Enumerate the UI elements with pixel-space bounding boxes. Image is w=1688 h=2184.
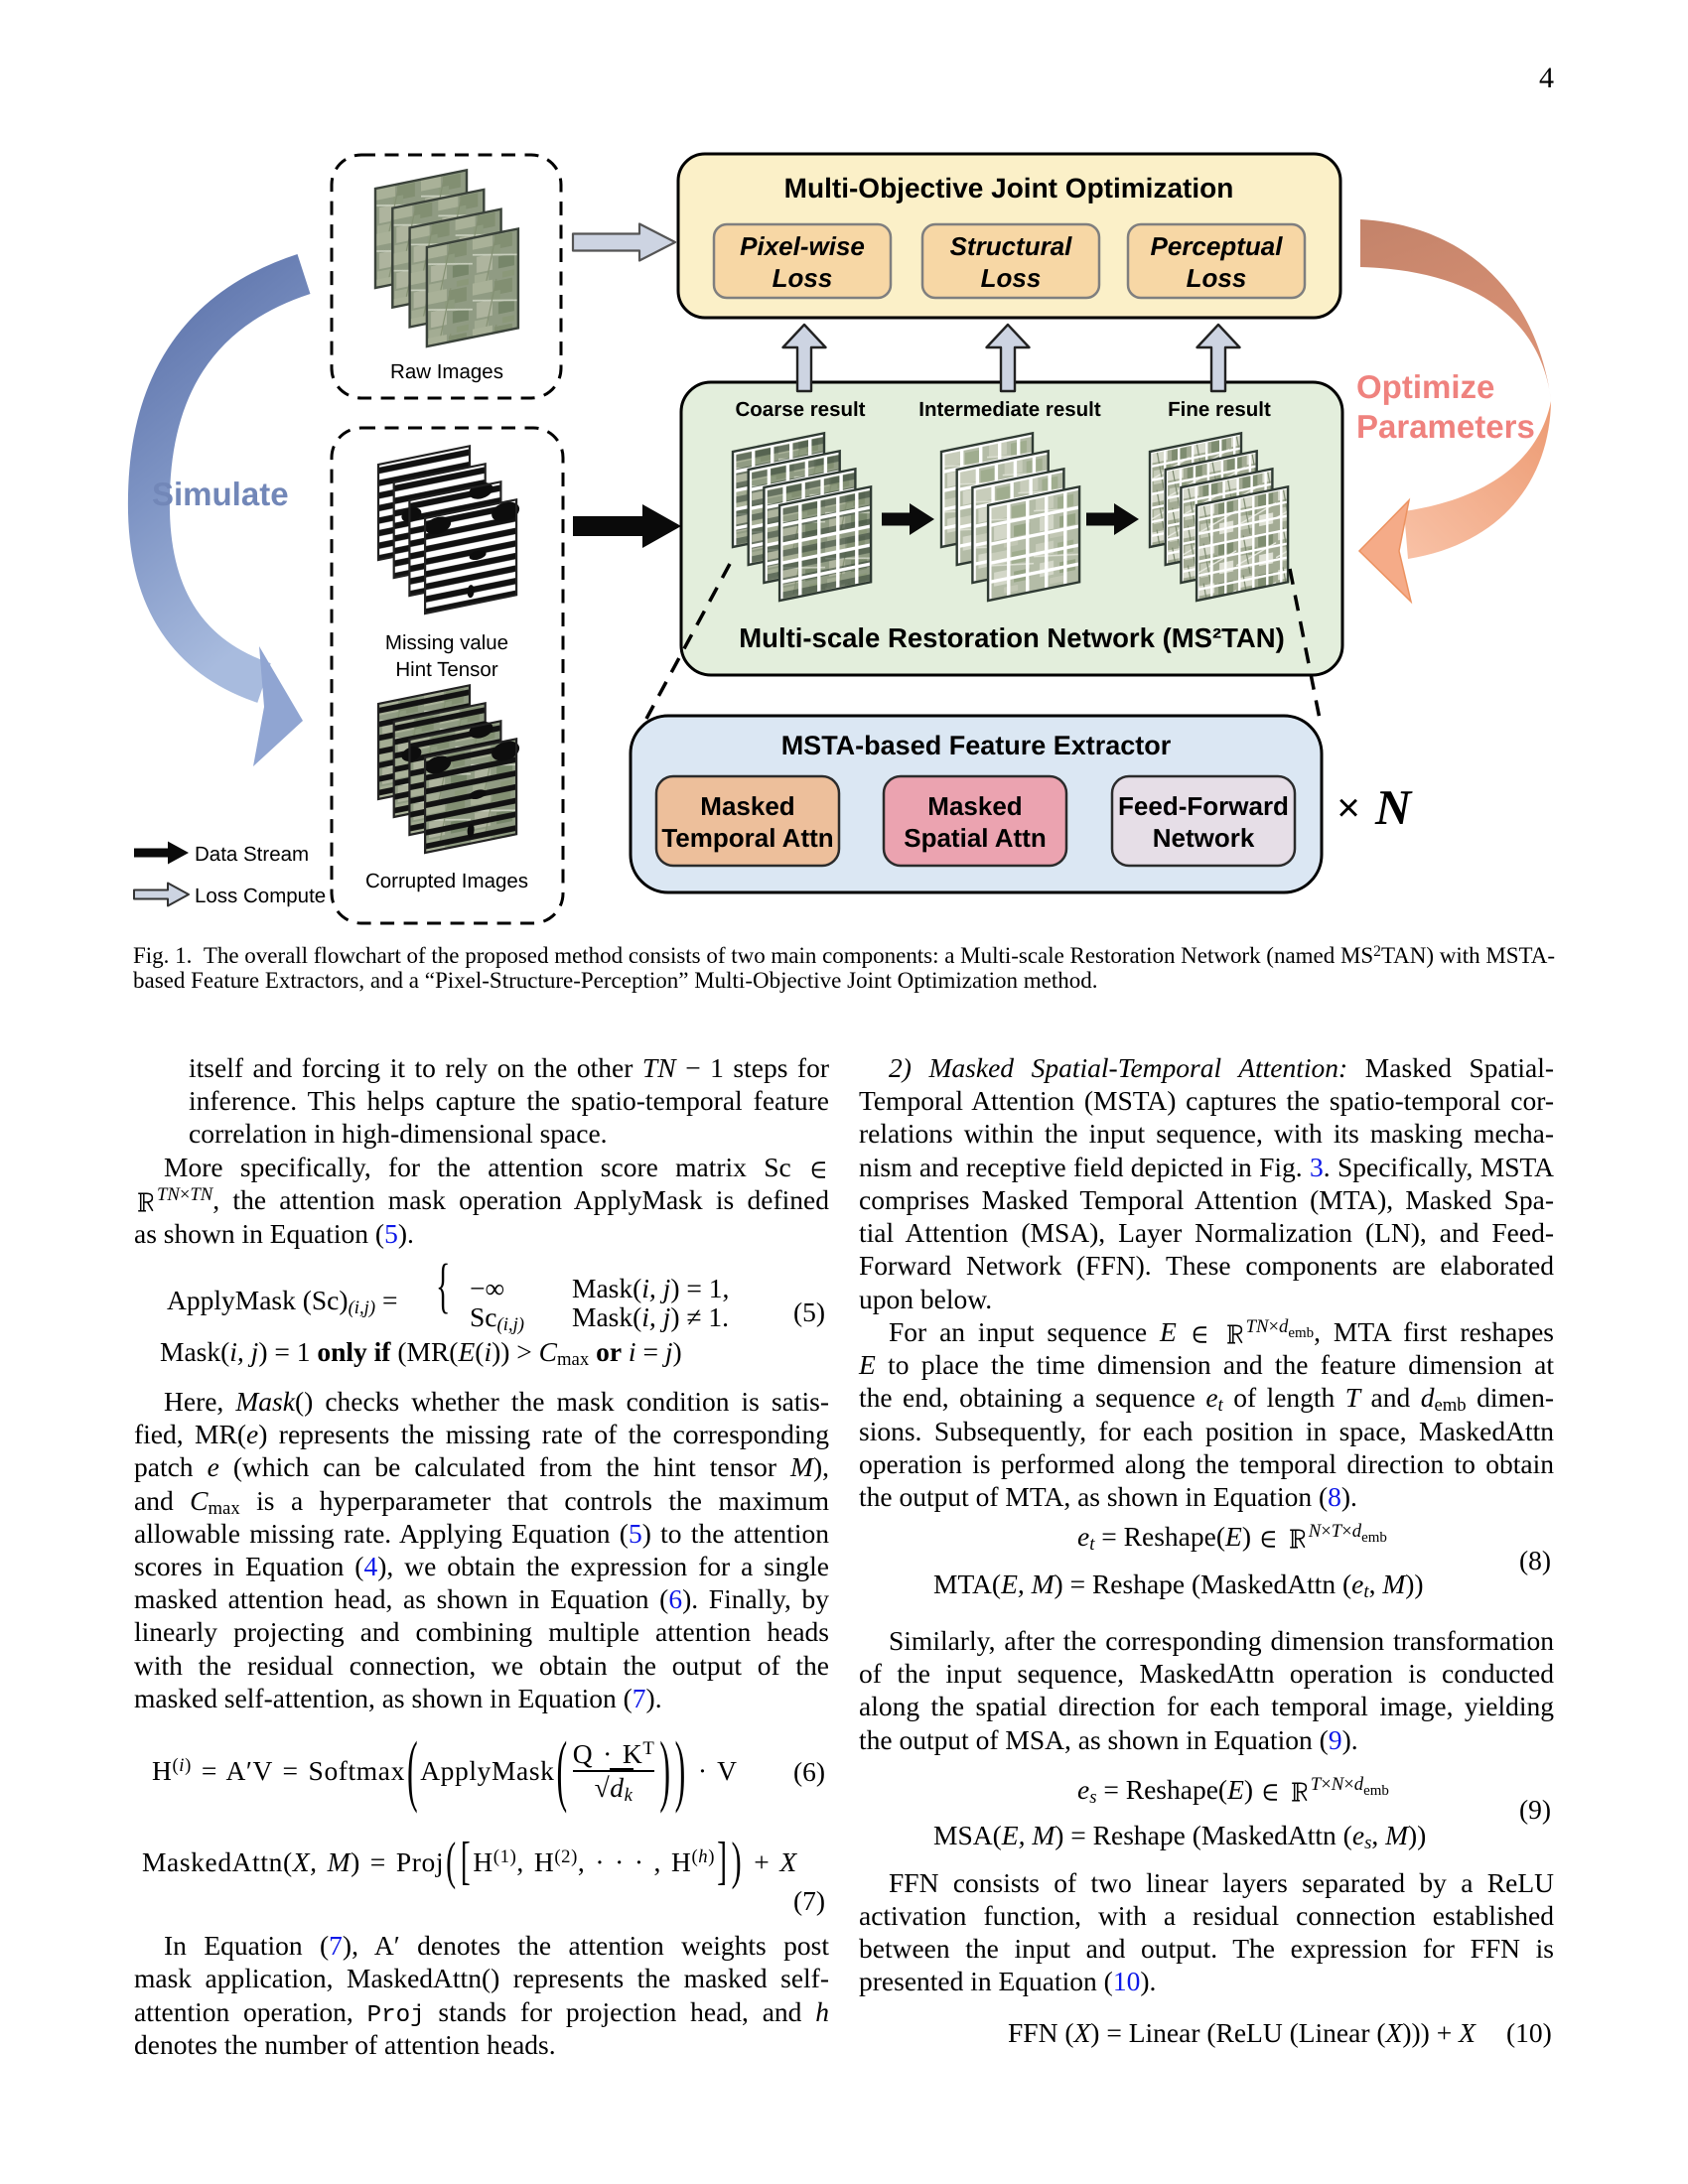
svg-text:Parameters: Parameters [1356, 408, 1535, 445]
svg-text:Corrupted Images: Corrupted Images [365, 870, 528, 892]
svg-text:Raw Images: Raw Images [390, 360, 503, 383]
svg-text:MSTA-based Feature Extractor: MSTA-based Feature Extractor [781, 731, 1172, 760]
svg-text:Fine result: Fine result [1168, 398, 1271, 421]
svg-text:Missing value: Missing value [385, 631, 508, 654]
svg-text:Loss Compute: Loss Compute [195, 885, 326, 907]
svg-text:Data Stream: Data Stream [195, 843, 309, 866]
svg-text:Loss: Loss [981, 263, 1042, 293]
svg-text:Perceptual: Perceptual [1151, 231, 1284, 261]
svg-text:Feed-Forward: Feed-Forward [1118, 791, 1289, 821]
svg-text:Pixel-wise: Pixel-wise [740, 231, 865, 261]
svg-text:Masked: Masked [700, 791, 794, 821]
svg-text:Structural: Structural [950, 231, 1073, 261]
svg-text:Hint Tensor: Hint Tensor [395, 658, 497, 681]
svg-text:Multi-scale Restoration Networ: Multi-scale Restoration Network (MS²TAN) [739, 622, 1285, 653]
svg-text:Coarse result: Coarse result [735, 398, 865, 421]
svg-text:×: × [1336, 786, 1359, 830]
svg-text:Optimize: Optimize [1356, 368, 1494, 405]
svg-text:Intermediate result: Intermediate result [918, 398, 1101, 421]
svg-text:Network: Network [1153, 823, 1255, 853]
svg-text:Simulate: Simulate [152, 476, 289, 512]
svg-text:N: N [1374, 779, 1413, 835]
svg-text:Loss: Loss [773, 263, 833, 293]
svg-text:Spatial Attn: Spatial Attn [904, 823, 1046, 853]
svg-text:Loss: Loss [1187, 263, 1247, 293]
svg-text:Multi-Objective Joint Optimiza: Multi-Objective Joint Optimization [784, 173, 1234, 204]
svg-text:Temporal Attn: Temporal Attn [661, 823, 833, 853]
svg-text:Masked: Masked [927, 791, 1022, 821]
